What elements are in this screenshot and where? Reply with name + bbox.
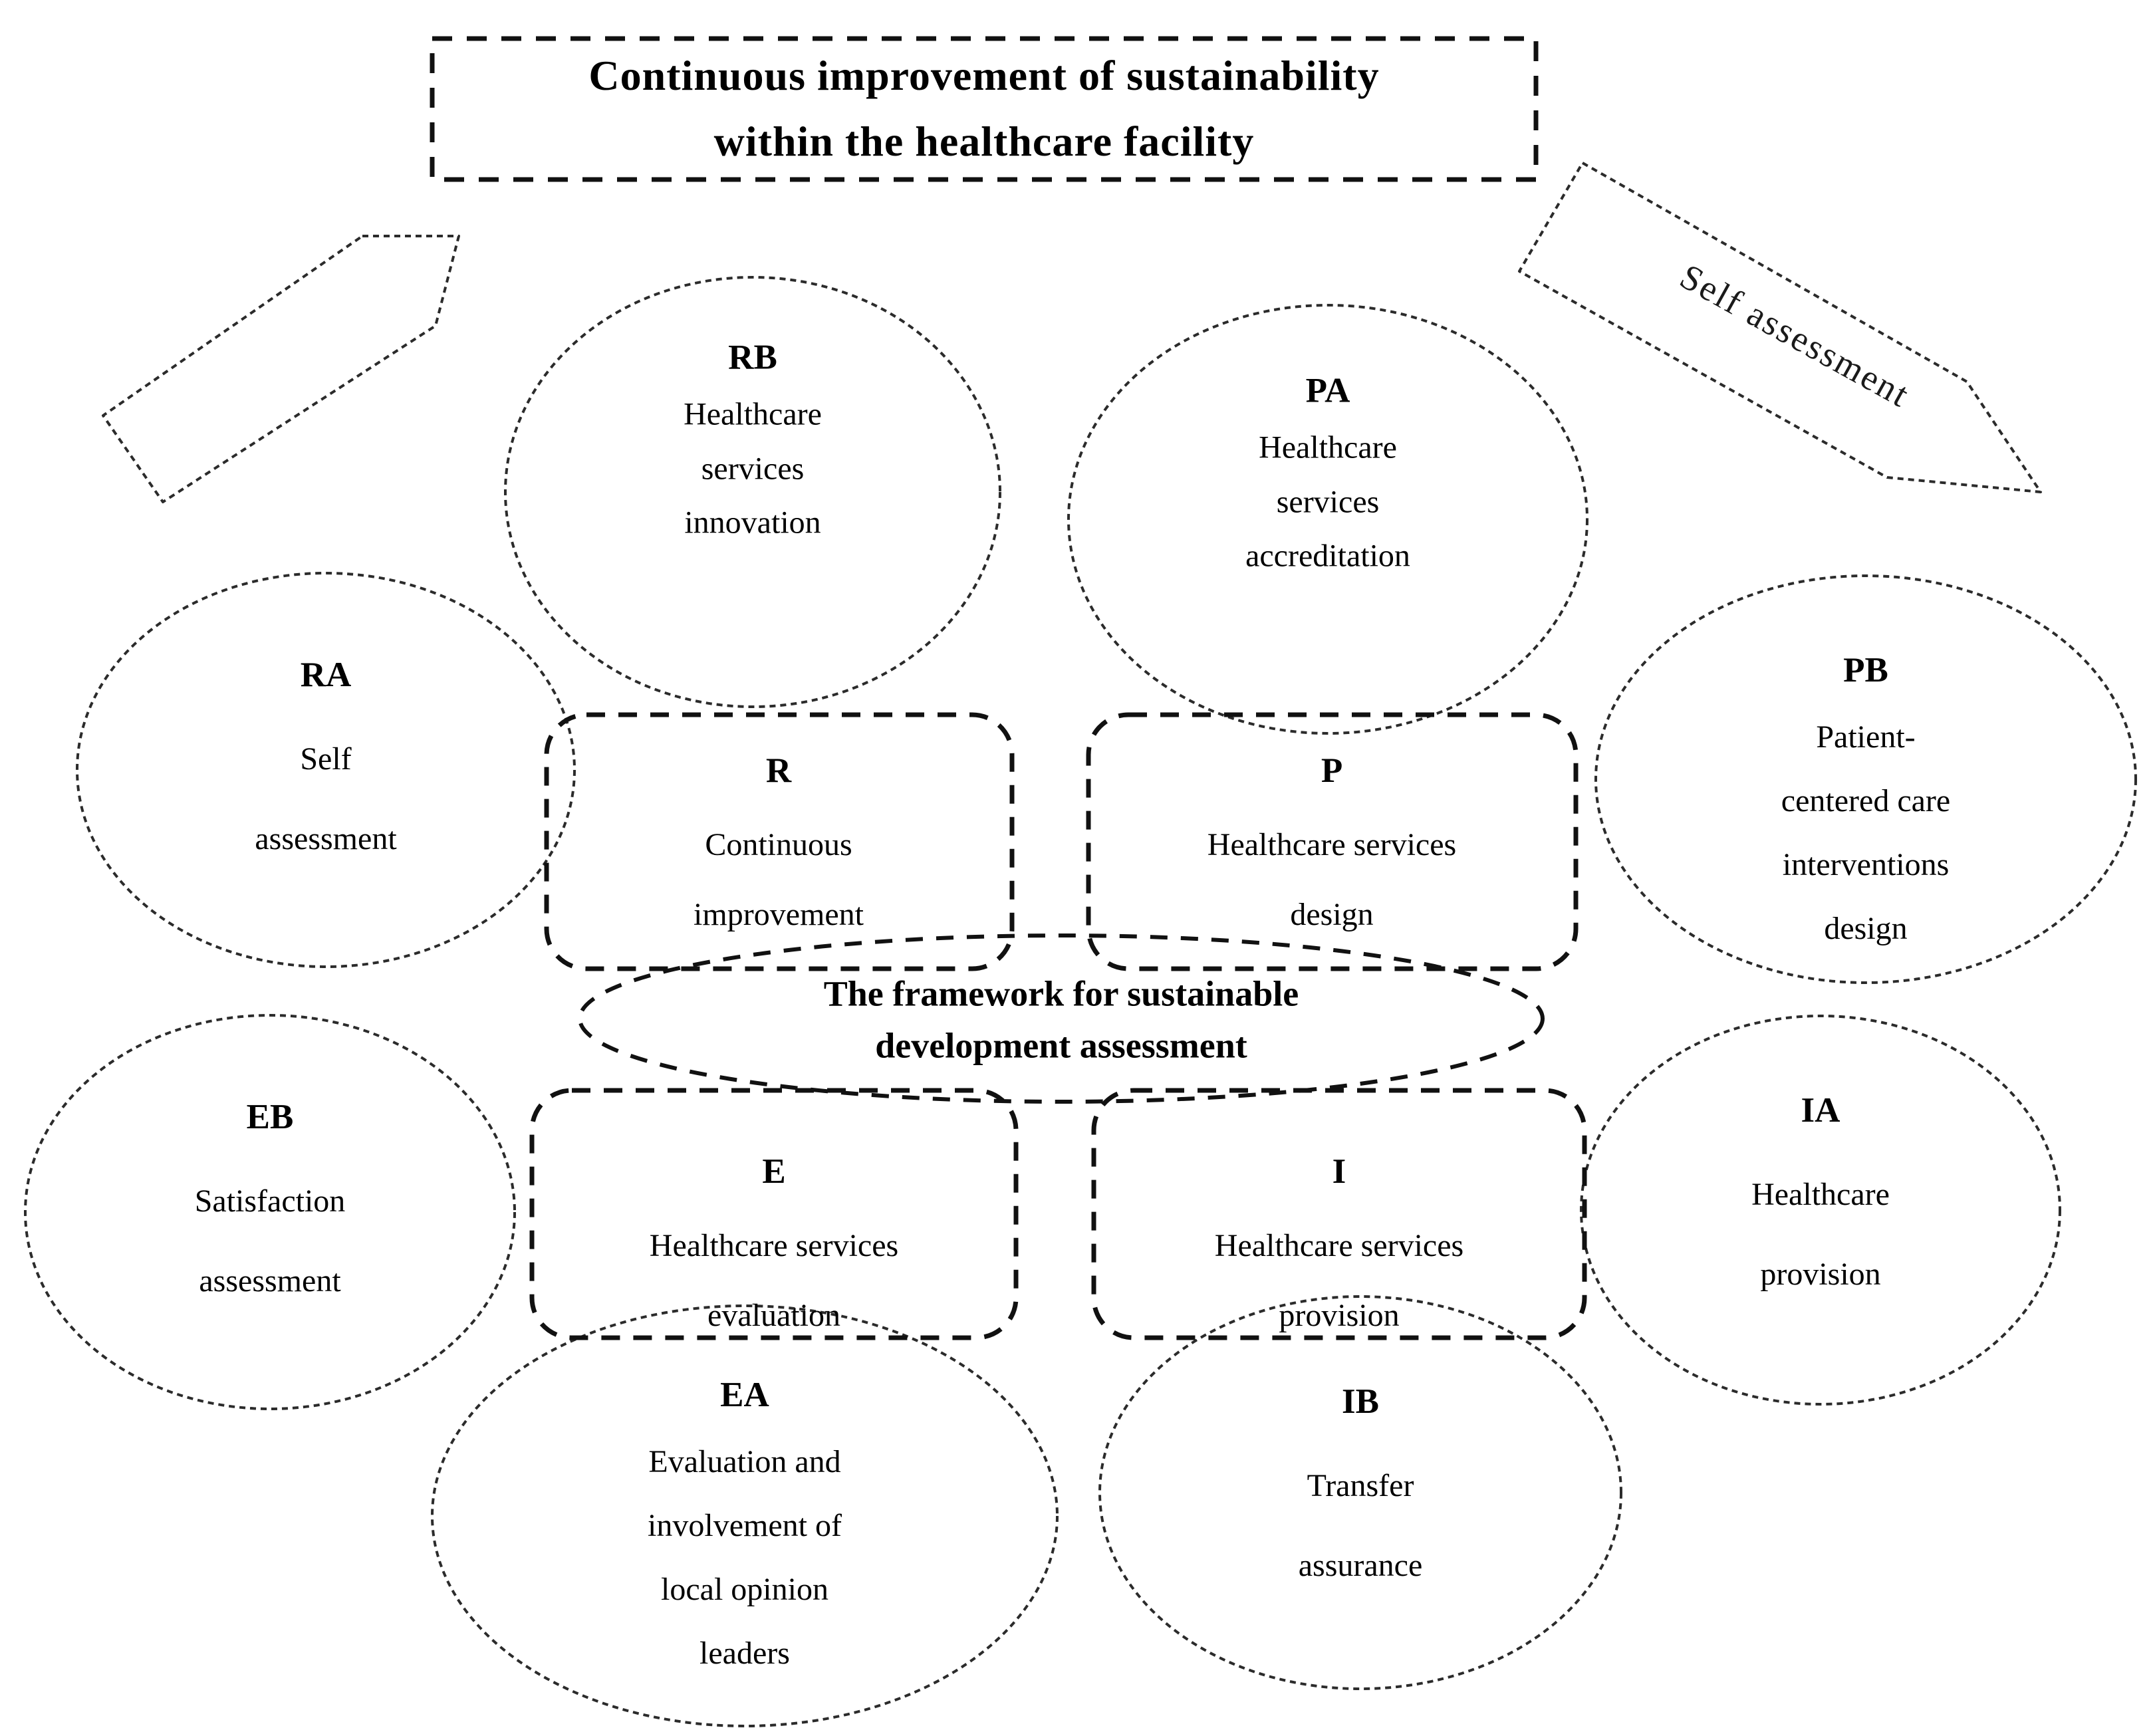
node-RB-label: Healthcare services innovation — [684, 396, 822, 541]
node-RA: RA Self assessment — [140, 631, 512, 879]
node-IA-label: Healthcare provision — [1751, 1176, 1890, 1292]
node-RB: RB Healthcare services innovation — [547, 328, 959, 551]
node-RA-label: Self assessment — [255, 741, 397, 856]
box-E — [529, 1088, 1019, 1340]
node-I-label: Healthcare services provision — [1214, 1227, 1464, 1334]
node-E-code: E — [762, 1152, 786, 1191]
node-EA-code: EA — [720, 1376, 769, 1414]
node-PA-code: PA — [1305, 371, 1350, 410]
ellipse-RA — [76, 572, 576, 968]
node-I-code: I — [1332, 1152, 1346, 1191]
self-assessment-arrow — [1518, 162, 2042, 493]
title-box-text: Continuous improvement of sustainability… — [588, 51, 1380, 165]
node-P-code: P — [1321, 751, 1343, 791]
box-I — [1091, 1088, 1587, 1340]
node-PA-label: Healthcare services accreditation — [1245, 430, 1410, 574]
ellipse-PA — [1067, 304, 1588, 735]
ellipse-PB — [1594, 574, 2137, 984]
node-EB-label: Satisfaction assessment — [194, 1183, 346, 1299]
node-E: E Healthcare services evaluation — [541, 1133, 1007, 1351]
box-R — [544, 712, 1015, 971]
ellipse-EB — [24, 1014, 516, 1410]
node-PB: PB Patient- centered care interventions … — [1666, 635, 2065, 961]
node-R-label: Continuous improvement — [694, 826, 864, 933]
framework-ellipse-outline — [578, 933, 1545, 1104]
node-R: R Continuous improvement — [566, 732, 991, 950]
node-PB-code: PB — [1843, 651, 1888, 689]
node-PA: PA Healthcare services accreditation — [1115, 361, 1541, 584]
node-P: P Healthcare services design — [1099, 732, 1565, 950]
node-IB-code: IB — [1342, 1382, 1379, 1421]
node-IA: IA Healthcare provision — [1634, 1066, 2007, 1314]
node-I: I Healthcare services provision — [1106, 1133, 1572, 1351]
ellipse-EA — [431, 1304, 1059, 1727]
node-RA-code: RA — [300, 655, 352, 694]
node-IA-code: IA — [1801, 1090, 1840, 1130]
upper-left-arrow — [102, 235, 460, 503]
node-EB: EB Satisfaction assessment — [84, 1073, 456, 1321]
node-EA-label: Evaluation and involvement of local opin… — [648, 1444, 842, 1671]
node-PB-label: Patient- centered care interventions des… — [1781, 719, 1951, 946]
box-P — [1086, 712, 1579, 971]
ellipse-IA — [1580, 1015, 2061, 1406]
node-EA: EA Evaluation and involvement of local o… — [539, 1360, 951, 1685]
node-E-label: Healthcare services evaluation — [649, 1227, 899, 1334]
node-R-code: R — [765, 751, 792, 791]
node-EB-code: EB — [246, 1097, 294, 1136]
framework-ellipse-text: The framework for sustainable developmen… — [823, 973, 1299, 1066]
node-P-label: Healthcare services design — [1207, 826, 1457, 933]
ellipse-RB — [504, 276, 1001, 708]
node-IB-label: Transfer assurance — [1298, 1467, 1423, 1583]
node-IB: IB Transfer assurance — [1174, 1358, 1547, 1606]
node-RB-code: RB — [728, 338, 777, 377]
ellipse-IB — [1098, 1295, 1622, 1690]
